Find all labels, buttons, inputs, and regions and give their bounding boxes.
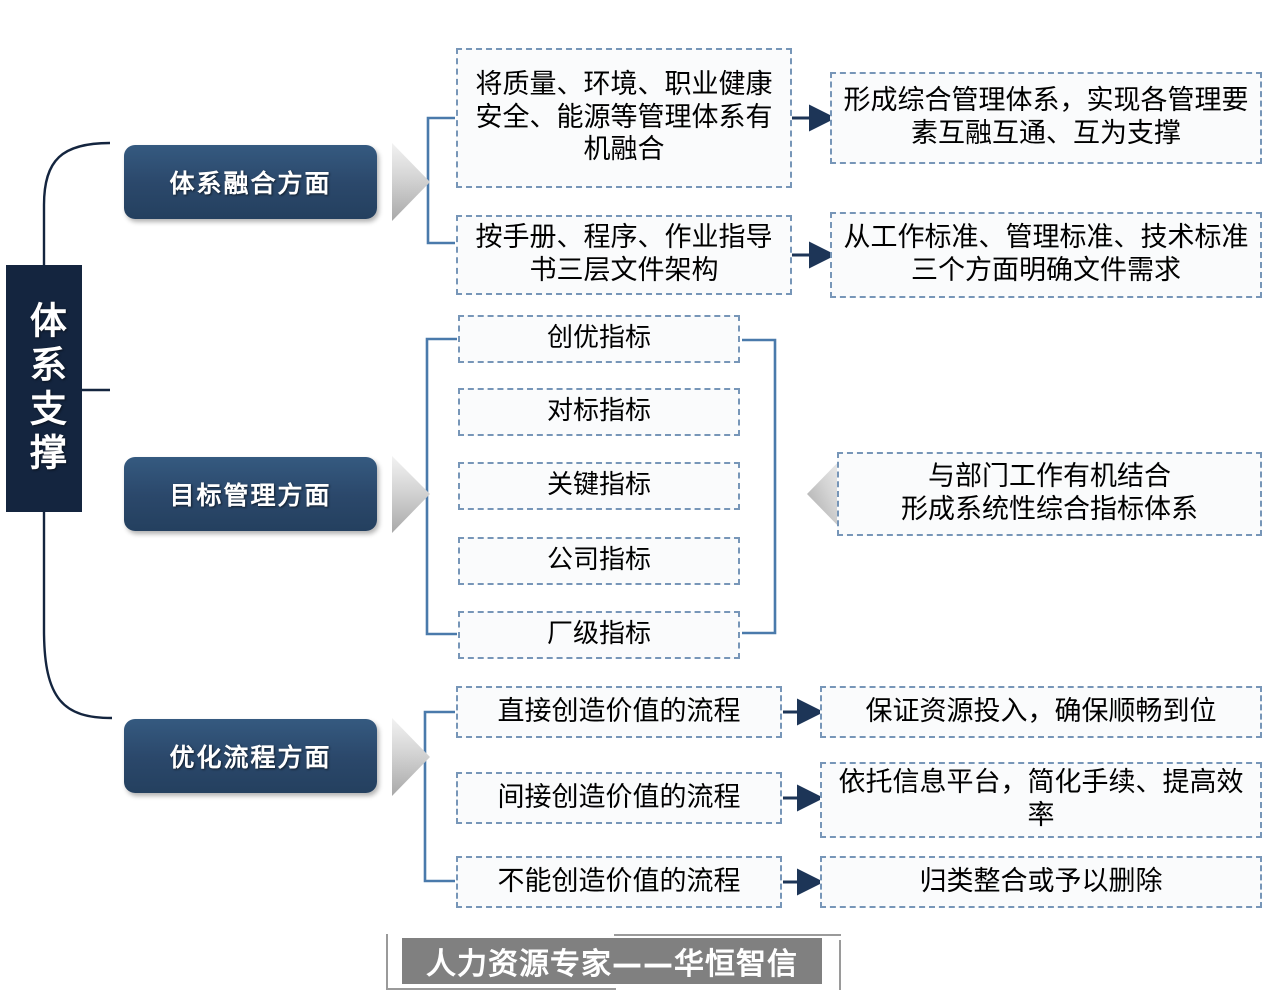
pill-process-optimization[interactable]: 优化流程方面 bbox=[124, 719, 377, 793]
box-process-right-3[interactable]: 归类整合或予以删除 bbox=[820, 856, 1262, 908]
bracket-process-left bbox=[423, 710, 455, 883]
box-process-left-1[interactable]: 直接创造价值的流程 bbox=[456, 686, 782, 738]
pill-process-optimization-label: 优化流程方面 bbox=[169, 743, 332, 772]
box-integration-right-1[interactable]: 形成综合管理体系，实现各管理要素互融互通、互为支撑 bbox=[830, 72, 1262, 164]
pill-system-integration-label: 体系融合方面 bbox=[169, 169, 332, 198]
footer-bracket-left-vertical bbox=[386, 934, 388, 990]
footer-bracket-bottom-horizontal bbox=[386, 988, 616, 990]
box-indicator-4[interactable]: 公司指标 bbox=[458, 537, 740, 585]
footer-text: 人力资源专家——华恒智信 bbox=[426, 947, 798, 982]
pill-objective-management[interactable]: 目标管理方面 bbox=[124, 457, 377, 531]
box-integration-left-2[interactable]: 按手册、程序、作业指导书三层文件架构 bbox=[456, 215, 792, 295]
chevron-objective-icon bbox=[392, 456, 430, 533]
box-process-left-3[interactable]: 不能创造价值的流程 bbox=[456, 856, 782, 908]
footer-bracket-right-vertical bbox=[839, 940, 841, 990]
box-integration-right-2[interactable]: 从工作标准、管理标准、技术标准三个方面明确文件需求 bbox=[830, 212, 1262, 298]
pill-system-integration[interactable]: 体系融合方面 bbox=[124, 145, 377, 219]
box-process-right-2[interactable]: 依托信息平台，简化手续、提高效率 bbox=[820, 762, 1262, 838]
box-indicator-1[interactable]: 创优指标 bbox=[458, 315, 740, 363]
spine-label: 体系支撑 bbox=[23, 300, 67, 477]
box-objective-summary[interactable]: 与部门工作有机结合 形成系统性综合指标体系 bbox=[837, 452, 1262, 536]
box-indicator-3[interactable]: 关键指标 bbox=[458, 462, 740, 510]
objective-summary-line-1: 与部门工作有机结合 bbox=[928, 461, 1171, 493]
footer-banner: 人力资源专家——华恒智信 bbox=[386, 934, 846, 996]
bracket-system-integration bbox=[426, 116, 455, 245]
bracket-objective-left bbox=[425, 337, 457, 636]
footer-band: 人力资源专家——华恒智信 bbox=[402, 938, 822, 984]
chevron-system-integration-icon bbox=[392, 143, 430, 221]
bracket-objective-right bbox=[742, 338, 777, 635]
spine-bar: 体系支撑 bbox=[6, 265, 82, 512]
objective-summary-line-2: 形成系统性综合指标体系 bbox=[901, 494, 1198, 525]
box-process-left-2[interactable]: 间接创造价值的流程 bbox=[456, 772, 782, 824]
pill-objective-management-label: 目标管理方面 bbox=[169, 481, 332, 510]
box-integration-left-1[interactable]: 将质量、环境、职业健康安全、能源等管理体系有机融合 bbox=[456, 48, 792, 188]
box-process-right-1[interactable]: 保证资源投入，确保顺畅到位 bbox=[820, 686, 1262, 738]
box-indicator-5[interactable]: 厂级指标 bbox=[458, 611, 740, 659]
chevron-process-icon bbox=[392, 718, 430, 796]
footer-bracket-top-horizontal bbox=[614, 934, 841, 936]
box-indicator-2[interactable]: 对标指标 bbox=[458, 388, 740, 436]
